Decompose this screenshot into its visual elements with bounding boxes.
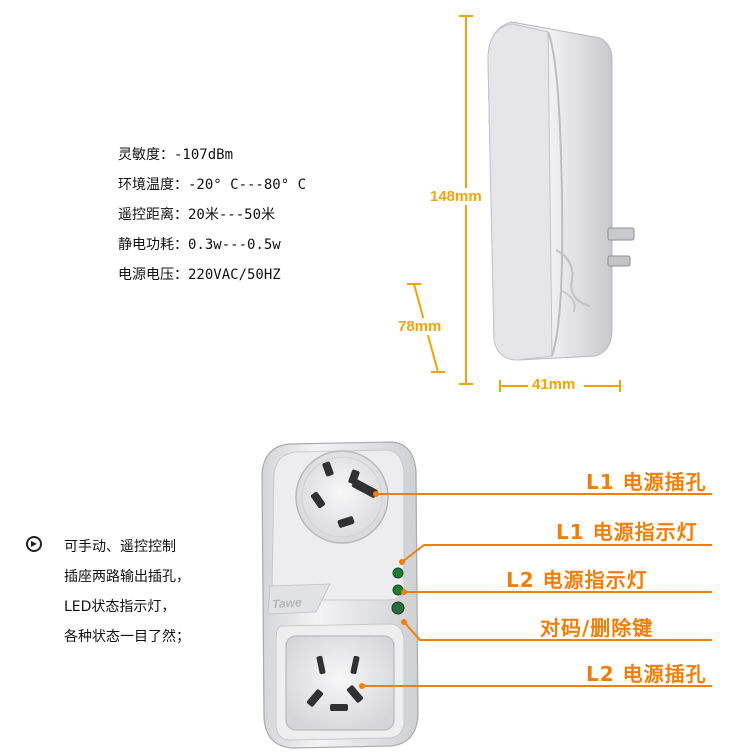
callout-l1-indicator: L1 电源指示灯 — [556, 520, 698, 544]
callout-l1-socket: L1 电源插孔 — [586, 470, 707, 494]
spec-remote-range: 遥控距离：20米---50米 — [118, 207, 276, 223]
spec-sensitivity: 灵敏度：-107dBm — [118, 147, 234, 163]
dimension-depth-label: 78mm — [398, 318, 442, 335]
spec-list: 灵敏度：-107dBm 环境温度：-20° C---80° C 遥控距离：20米… — [118, 140, 306, 290]
dimension-width-label: 41mm — [532, 376, 576, 393]
pair-delete-button — [391, 601, 405, 615]
feature-line-3: LED状态指示灯， — [64, 599, 176, 615]
spec-supply-voltage: 电源电压：220VAC/50HZ — [118, 267, 281, 283]
play-circle-icon: ▶ — [26, 536, 42, 552]
spec-standby-power: 静电功耗：0.3w---0.5w — [118, 237, 281, 253]
l1-socket — [295, 450, 389, 544]
feature-line-1: 可手动、遥控控制 — [64, 539, 176, 555]
feature-list: 可手动、遥控控制 插座两路输出插孔， LED状态指示灯， 各种状态一目了然； — [64, 532, 190, 652]
side-view-device — [487, 21, 635, 361]
spec-ambient-temperature: 环境温度：-20° C---80° C — [118, 177, 307, 193]
feature-line-4: 各种状态一目了然； — [64, 629, 190, 645]
brand-logo: Tawe — [272, 595, 303, 611]
callout-l2-socket: L2 电源插孔 — [586, 662, 707, 686]
feature-line-2: 插座两路输出插孔， — [64, 569, 190, 585]
callout-pair-delete-key: 对码/删除键 — [540, 616, 654, 640]
l2-socket — [285, 635, 395, 731]
callout-l2-indicator: L2 电源指示灯 — [506, 568, 648, 592]
l1-indicator-led — [392, 567, 404, 579]
callout-leader-lines — [362, 493, 712, 687]
dimension-height-label: 148mm — [430, 188, 482, 205]
front-view-device — [261, 441, 419, 749]
dimension-width-line — [499, 380, 621, 392]
